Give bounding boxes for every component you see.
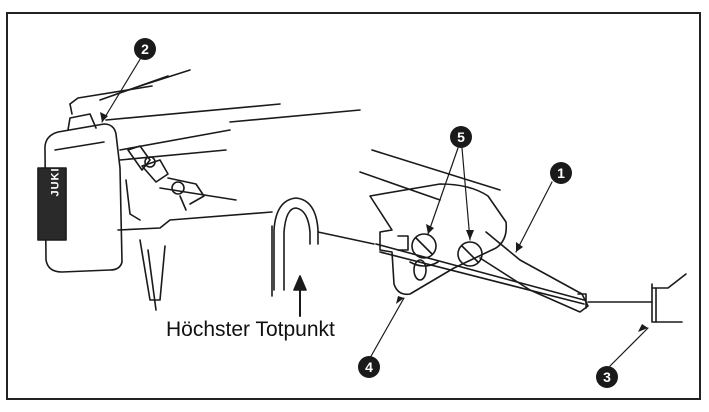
thread-take-up-arm [479,231,589,313]
adjust-screw-left [409,233,439,281]
thread-guide-bracket [359,149,585,305]
brand-logo-panel [37,167,67,241]
leader-lines [101,55,649,367]
figure-frame [6,12,701,400]
callout-5-badge: 5 [450,126,472,148]
callout-3-badge: 3 [596,366,618,388]
callout-2-badge: 2 [134,38,156,60]
callout-1-badge: 1 [550,162,572,184]
brand-logo-text: JUKI [49,167,62,197]
thread-guide-right [587,273,687,323]
machine-head [44,69,361,311]
caption-top-dead-point: Höchster Totpunkt [166,318,335,341]
callout-4-badge: 4 [358,356,380,378]
leader-arrowheads [100,112,648,332]
needle-thread-loop [271,197,375,297]
adjust-screw-right [457,241,483,267]
up-arrow-icon [293,275,307,317]
